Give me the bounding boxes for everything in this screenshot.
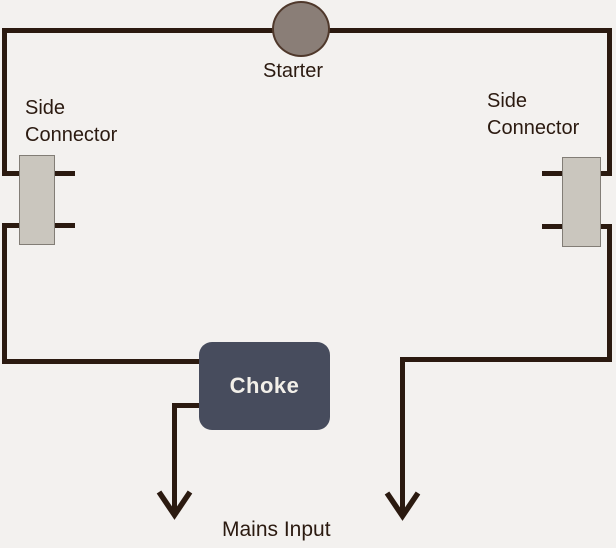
mains-input-label: Mains Input (222, 518, 331, 541)
wire-right-drop (400, 357, 405, 511)
side-connector-left-label: Side Connector (25, 97, 118, 146)
pin-right-top-inner (601, 171, 612, 176)
wire-right-upper (607, 28, 612, 176)
mains-arrow-right-icon (384, 491, 421, 521)
pin-left-top-inner (2, 171, 20, 176)
wire-right-lower (607, 224, 612, 362)
pin-left-bottom-outer (55, 223, 75, 228)
side-connector-right-label: Side Connector (487, 90, 580, 139)
wire-left-lower (2, 223, 7, 364)
mains-arrow-left-icon (156, 490, 193, 520)
pin-left-bottom-inner (2, 223, 20, 228)
starter-circle (272, 1, 330, 57)
pin-right-top-outer (542, 171, 562, 176)
starter-label: Starter (263, 60, 324, 82)
choke-box: Choke (199, 342, 330, 430)
pin-left-top-outer (55, 171, 75, 176)
wire-choke-stub-h (172, 403, 199, 408)
side-connector-right (562, 157, 601, 247)
wire-bottom-right (400, 357, 612, 362)
choke-label: Choke (229, 373, 300, 398)
side-connector-left (19, 155, 55, 245)
wire-bottom-left (2, 359, 200, 364)
pin-right-bottom-outer (542, 224, 562, 229)
wire-choke-stub-drop (172, 403, 177, 511)
pin-right-bottom-inner (601, 224, 612, 229)
wire-left-upper (2, 28, 7, 176)
